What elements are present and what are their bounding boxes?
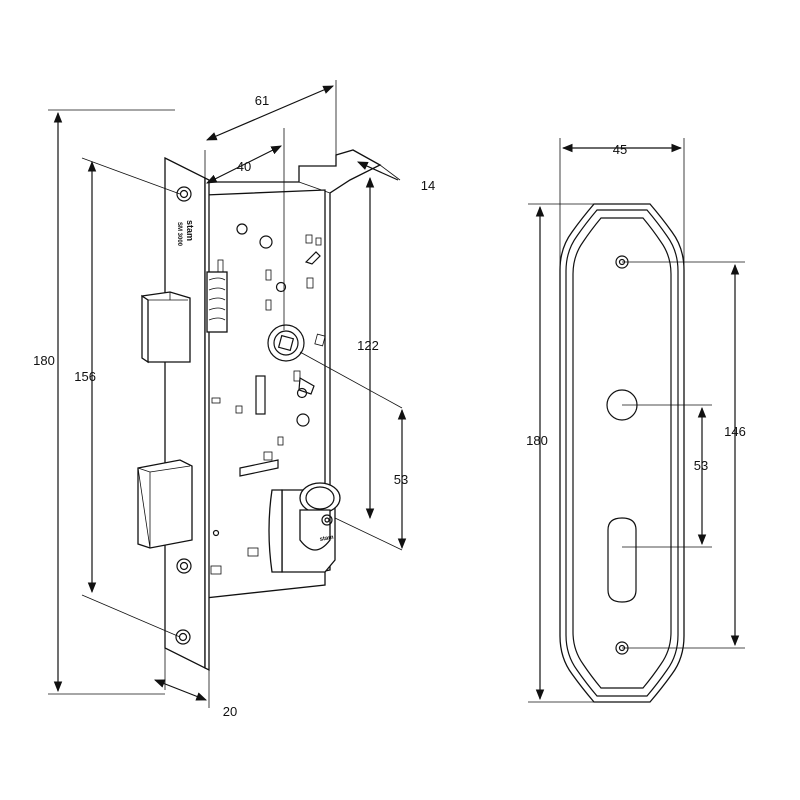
dim-spindle-to-keyhole: 53 [694,458,708,473]
dim-handle-to-cylinder: 122 [357,338,379,353]
escutcheon-outer [559,203,685,703]
deadbolt-lever [239,459,279,477]
slot [255,375,266,415]
escutcheon-inner-1 [565,209,679,697]
case-hole-2 [259,235,273,249]
dim-faceplate-width: 20 [223,704,237,719]
dim-escutcheon-width: 45 [613,142,627,157]
faceplate-screw-hole-bottom [175,629,191,645]
dim-hole-spacing: 156 [74,369,96,384]
euro-cylinder: stam [268,482,341,573]
dim-backset: 40 [237,159,251,174]
mortise-lock: stam SM 3000 [33,80,435,719]
spindle-follower [267,324,305,362]
brand-text: stam [185,220,195,241]
keyhole [607,517,637,603]
escutcheon-plate: 45 180 146 53 [526,138,746,703]
case-hole-1 [236,223,248,235]
dim-escutcheon-height: 180 [526,433,548,448]
dim-cylinder-offset: 53 [394,472,408,487]
cylinder-brand-text: stam [319,535,334,543]
dim-body-thickness: 14 [421,178,435,193]
latch-spring [206,259,228,333]
dead-bolt [137,459,193,549]
faceplate [164,156,206,670]
dim-backset-total: 61 [255,93,269,108]
escutcheon-inner-2 [572,217,672,689]
latch-bolt [141,291,191,364]
dim-overall-height: 180 [33,353,55,368]
model-text: SM 3000 [176,222,182,247]
faceplate-screw-hole-middle [176,558,192,574]
faceplate-edge [204,176,210,672]
dim-screw-spacing: 146 [724,424,746,439]
faceplate-screw-hole-top [176,186,192,202]
tail-lever [304,251,321,265]
